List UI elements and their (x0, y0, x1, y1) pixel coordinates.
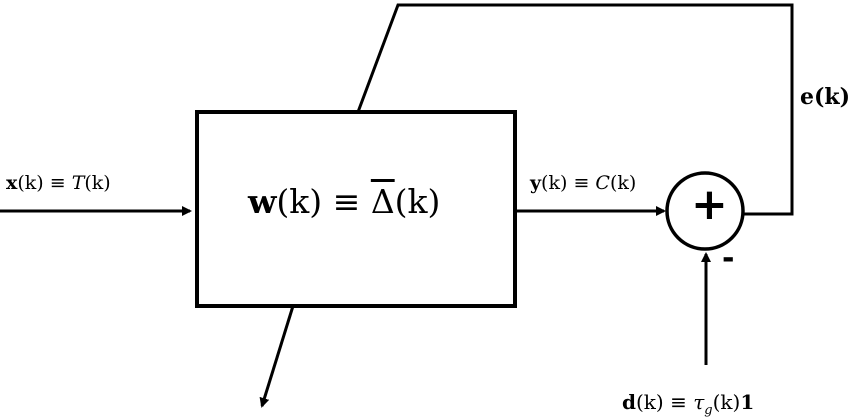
output-weight-arrow (259, 305, 295, 408)
summing-junction (665, 171, 745, 251)
system-block (195, 110, 517, 308)
system-block-label: w(k) ≡ Δ(k) (248, 182, 441, 221)
error-label: e(k) (800, 84, 851, 110)
error-feedback-line (356, 3, 794, 216)
desired-label: d(k) ≡ τg(k)1 (622, 390, 755, 418)
output-label: y(k) ≡ C(k) (530, 172, 637, 194)
input-label: x(k) ≡ T(k) (6, 172, 111, 194)
summing-minus-sign: - (722, 241, 735, 276)
summing-plus-sign: + (691, 179, 728, 230)
